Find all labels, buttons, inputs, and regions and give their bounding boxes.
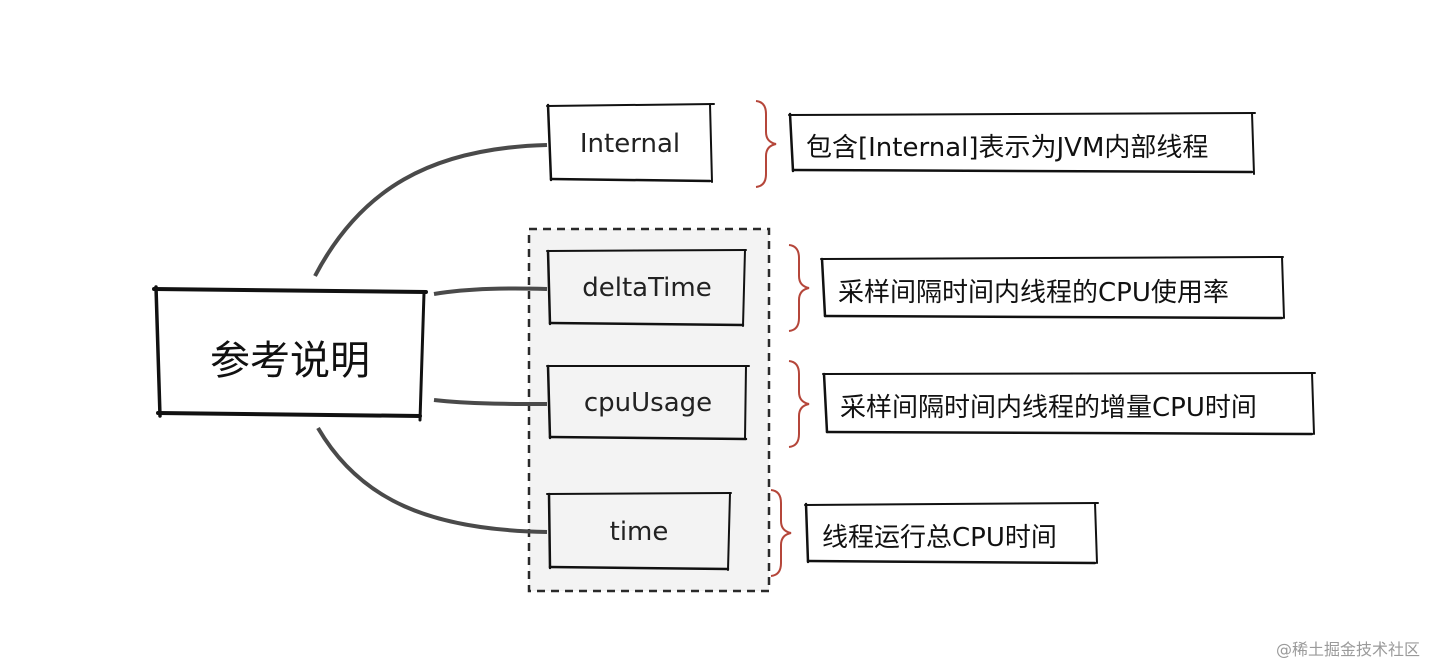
watermark: @稀土掘金技术社区 bbox=[1275, 640, 1420, 659]
description-time: 线程运行总CPU时间 bbox=[822, 523, 1057, 553]
desc-box-internal bbox=[788, 112, 1256, 175]
brace-cpuusage bbox=[788, 360, 810, 448]
desc-box-deltatime bbox=[820, 256, 1285, 320]
description-deltatime: 采样间隔时间内线程的CPU使用率 bbox=[838, 278, 1229, 308]
node-label-internal: Internal bbox=[579, 129, 681, 159]
brace-internal bbox=[755, 100, 777, 188]
connector-cpuusage bbox=[433, 398, 548, 406]
root-box bbox=[152, 285, 428, 422]
description-cpuusage: 采样间隔时间内线程的增量CPU时间 bbox=[840, 393, 1257, 423]
connector-time bbox=[316, 426, 548, 534]
brace-deltatime bbox=[788, 244, 810, 332]
node-box-internal bbox=[546, 103, 715, 183]
node-label-cpuusage: cpuUsage bbox=[583, 388, 713, 418]
node-box-deltatime bbox=[546, 249, 747, 327]
node-box-cpuusage bbox=[546, 364, 750, 441]
node-label-time: time bbox=[609, 517, 669, 547]
description-internal: 包含[Internal]表示为JVM内部线程 bbox=[806, 133, 1209, 163]
node-label-deltatime: deltaTime bbox=[582, 273, 712, 303]
node-box-time bbox=[546, 492, 732, 571]
connector-internal bbox=[313, 143, 548, 277]
brace-time bbox=[770, 489, 792, 577]
connector-deltatime bbox=[433, 286, 548, 296]
desc-box-time bbox=[804, 502, 1099, 565]
desc-box-cpuusage bbox=[822, 372, 1316, 436]
root-label: 参考说明 bbox=[210, 338, 370, 384]
